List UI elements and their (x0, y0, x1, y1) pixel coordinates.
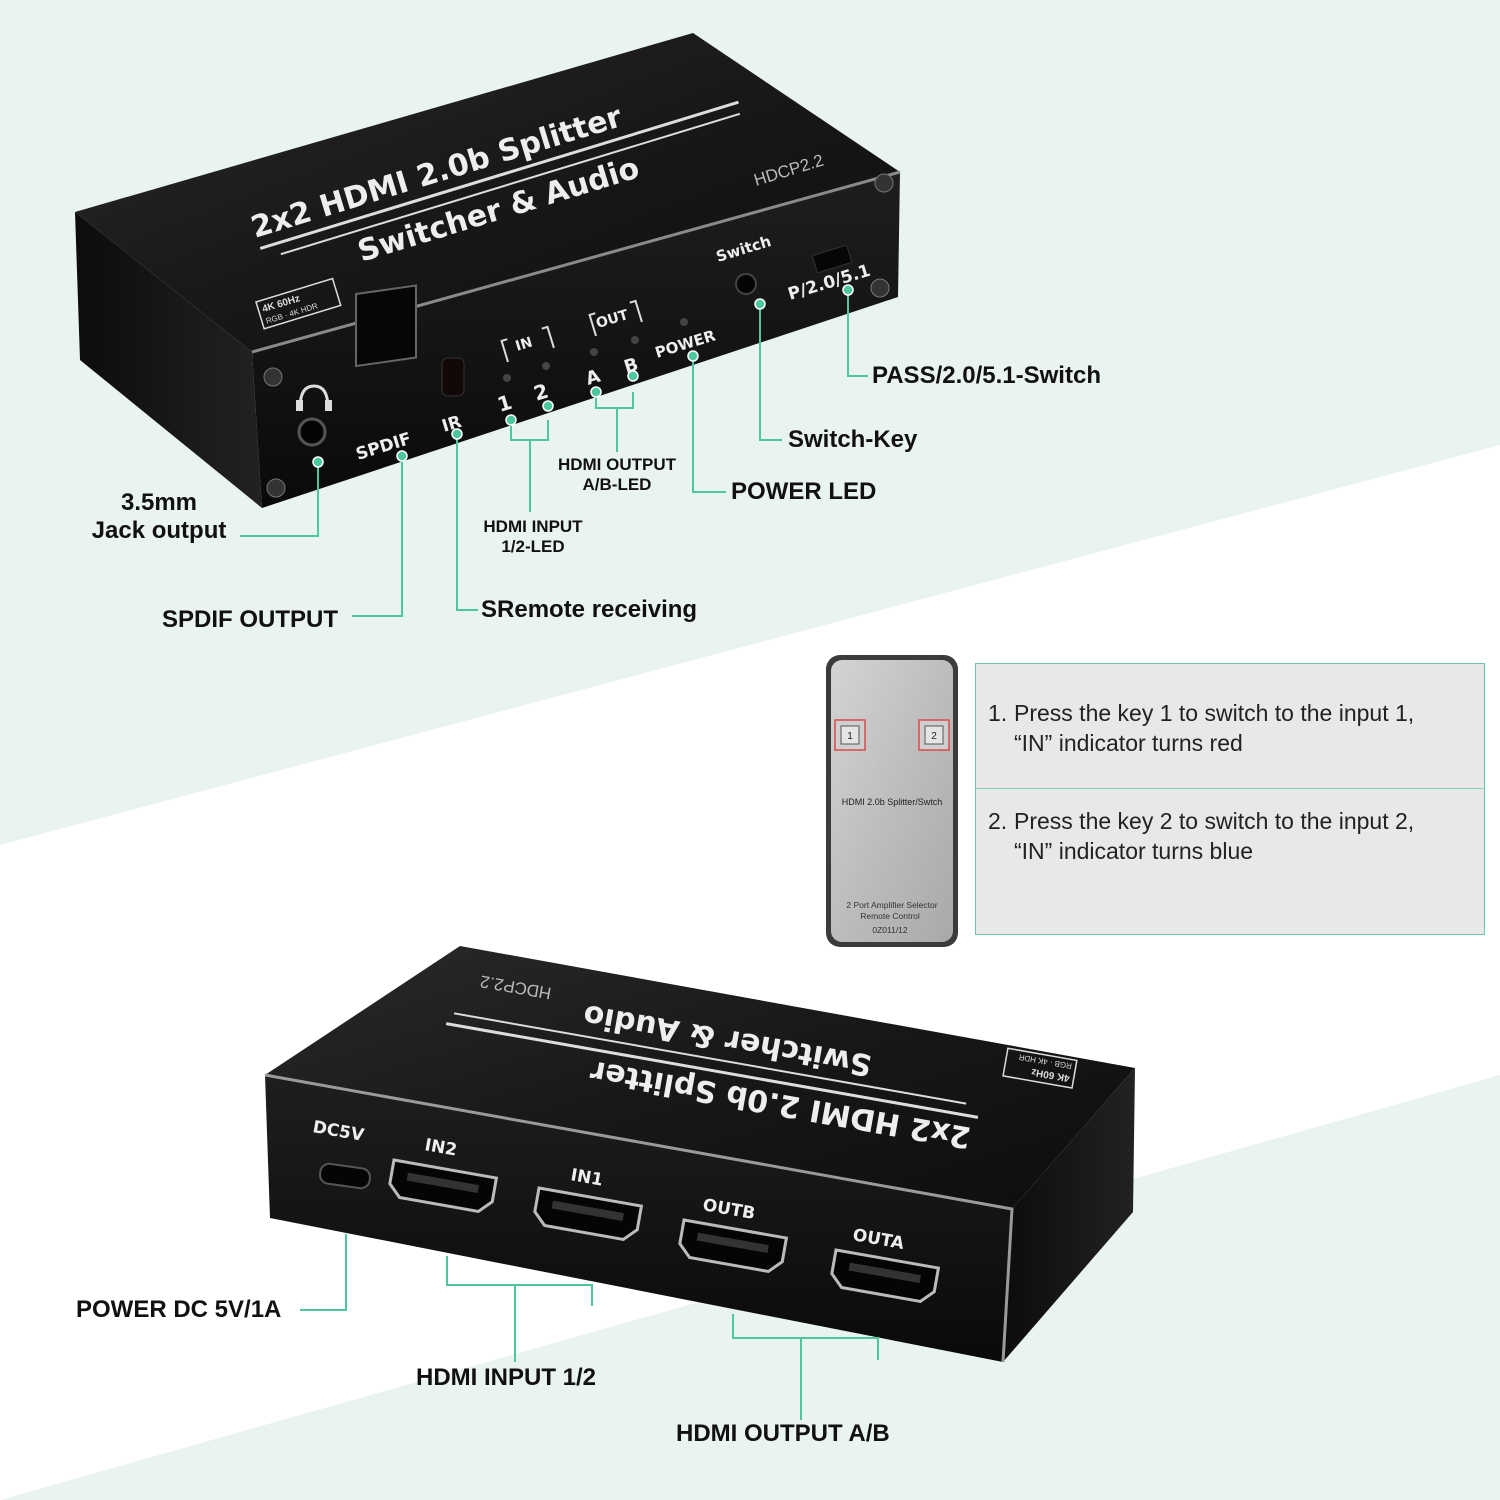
instruction-2-line2: “IN” indicator turns blue (1014, 838, 1254, 864)
power-led (680, 318, 688, 326)
callout-hdmi-output-led: HDMI OUTPUT A/B-LED (548, 455, 686, 494)
device-bottom-right-side (1003, 1068, 1135, 1362)
callout-pass-switch: PASS/2.0/5.1-Switch (872, 362, 1101, 389)
hdmi-port-in2[interactable] (388, 1158, 499, 1214)
device-top-surface (75, 33, 900, 352)
callout-hdmi-output: HDMI OUTPUT A/B (676, 1420, 890, 1447)
instruction-1-line2: “IN” indicator turns red (1014, 730, 1243, 756)
remote-model: HDMI 2.0b Splitter/Swtch (842, 797, 943, 807)
headphone-icon (296, 384, 332, 411)
callout-jack-line2: Jack output (91, 516, 227, 544)
in-1-label: 1 (494, 390, 514, 417)
jack-port[interactable] (297, 417, 327, 447)
remote-control: 1 2 HDMI 2.0b Splitter/Swtch 2 Port Ampl… (826, 655, 958, 947)
remote-desc-1: 2 Port Amplifier Selector (846, 900, 937, 910)
instruction-2-number: 2. (988, 808, 1008, 834)
screw-icon (870, 278, 890, 298)
instruction-1-line1: Press the key 1 to switch to the input 1… (1014, 700, 1415, 726)
screw-icon (263, 367, 283, 387)
mode-slide-switch[interactable] (811, 244, 853, 274)
callout-hdmi-input-led: HDMI INPUT 1/2-LED (468, 517, 598, 556)
instruction-item-1: 1.Press the key 1 to switch to the input… (976, 698, 1484, 758)
remote-code: 0Z011/12 (872, 925, 908, 935)
leader-lines-bottom (300, 1234, 879, 1420)
leader-dots-top (312, 284, 854, 468)
callout-hdmi-input: HDMI INPUT 1/2 (416, 1364, 597, 1391)
hdmi-port-in1[interactable] (533, 1186, 644, 1242)
led-in-1 (503, 374, 511, 382)
callout-switch-key: Switch-Key (788, 426, 918, 453)
callout-power-dc: POWER DC 5V/1A (76, 1296, 282, 1323)
ir-window (441, 357, 465, 397)
device-bottom-surface (265, 946, 1135, 1209)
remote-key-1-label: 1 (847, 731, 853, 742)
screw-icon (266, 478, 286, 498)
led-out-a (590, 348, 598, 356)
callout-jack-output: 3.5mm Jack output (84, 489, 234, 544)
instruction-divider (976, 788, 1484, 789)
hdmi-port-outa[interactable] (830, 1248, 941, 1304)
led-in-2 (542, 362, 550, 370)
instruction-1-number: 1. (988, 700, 1008, 726)
hdmi-port-outb[interactable] (678, 1218, 789, 1274)
callout-remote-receiving: SRemote receiving (481, 596, 698, 623)
instruction-2-line1: Press the key 2 to switch to the input 2… (1014, 808, 1415, 834)
remote-key-2-label: 2 (931, 731, 937, 742)
spdif-port[interactable] (355, 284, 417, 368)
4k-badge-icon: 4K 60Hz RGB · 4K HDR (255, 277, 342, 330)
in-label: IN (514, 334, 535, 354)
switch-key-button[interactable] (735, 273, 757, 295)
instruction-panel: 1.Press the key 1 to switch to the input… (975, 663, 1485, 935)
callout-hdmi-output-led-line1: HDMI OUTPUT (557, 455, 677, 474)
remote-key-1[interactable] (834, 719, 866, 751)
callout-hdmi-output-led-line2: A/B-LED (582, 474, 652, 494)
callout-hdmi-input-led-line2: 1/2-LED (501, 536, 565, 556)
device-top: 2x2 HDMI 2.0b Splitter Switcher & Audio … (75, 33, 901, 508)
device-top-front (252, 172, 900, 508)
out-a-label: A (583, 366, 603, 390)
in-2-label: 2 (531, 379, 551, 406)
screw-icon (874, 173, 894, 193)
device-top-left-side (75, 212, 262, 508)
callout-jack-line1: 3.5mm (120, 489, 198, 516)
callout-power-led: POWER LED (731, 478, 877, 505)
dc-power-port[interactable] (319, 1162, 371, 1190)
instruction-item-2: 2.Press the key 2 to switch to the input… (976, 806, 1484, 866)
remote-desc-2: Remote Control (860, 911, 920, 921)
callout-hdmi-input-led-line1: HDMI INPUT (483, 517, 583, 536)
remote-key-2[interactable] (918, 719, 950, 751)
callout-spdif-output: SPDIF OUTPUT (162, 606, 339, 633)
leader-lines-top (240, 290, 868, 617)
led-out-b (631, 336, 639, 344)
